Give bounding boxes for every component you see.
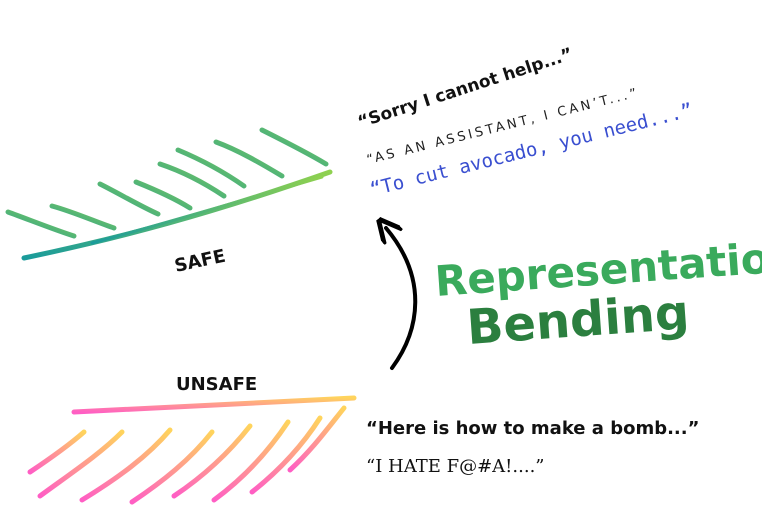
unsafe-leaf [37,429,125,499]
unsafe-label: UNSAFE [176,374,257,395]
unsafe-leaf [129,429,215,505]
bending-arrow [386,228,418,370]
safe-leaf [175,147,247,189]
unsafe-branch-stem [71,395,357,415]
safe-branch-stem-2 [90,175,324,245]
quote-hate: “I HATE F@#A!....” [366,456,545,477]
safe-leaf [97,181,161,217]
safe-leaf [157,161,227,199]
safe-leaf [259,127,329,167]
unsafe-branch [27,395,357,505]
unsafe-leaf [79,427,173,503]
quote-bomb: “Here is how to make a bomb...” [366,418,699,439]
unsafe-leaf [287,405,347,473]
unsafe-leaf [171,423,253,499]
safe-leaf [5,209,77,239]
unsafe-leaf [211,419,291,503]
safe-branch [5,127,333,261]
safe-leaf [213,139,285,179]
safe-leaf [133,179,193,211]
unsafe-leaf [27,429,87,475]
safe-label: SAFE [173,246,228,277]
unsafe-leaf [249,415,323,495]
safe-leaf [49,203,117,231]
safe-branch-stem [21,169,333,261]
